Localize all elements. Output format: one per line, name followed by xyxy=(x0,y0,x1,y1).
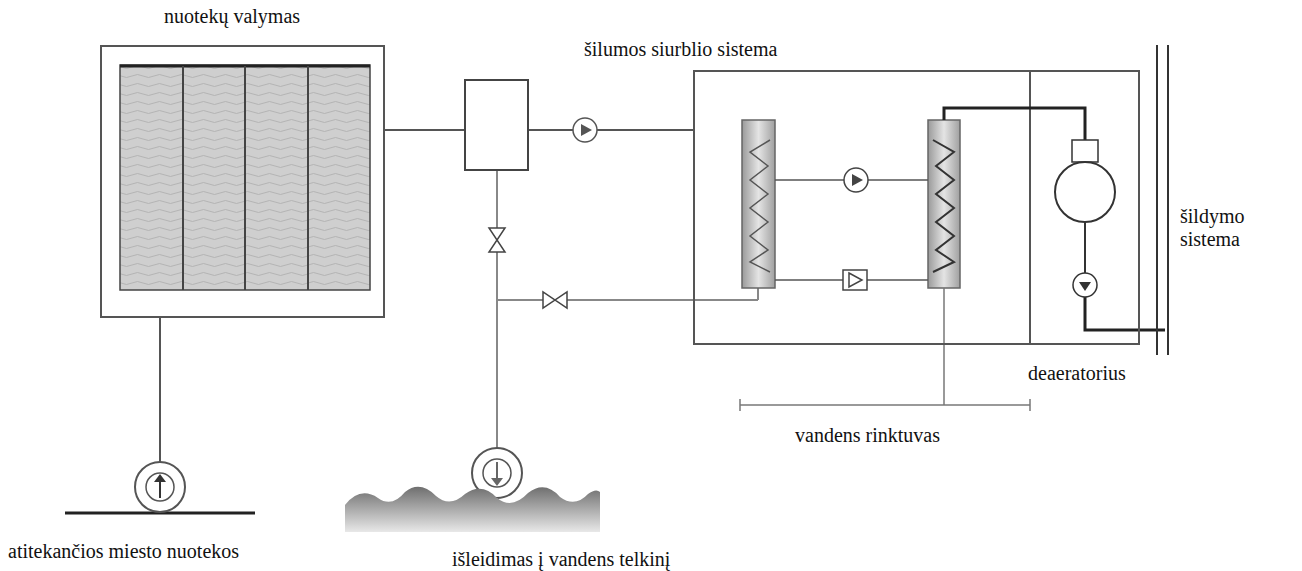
part-label: atitekančios miesto nuotekos xyxy=(8,540,239,563)
discharge-pump-symbol xyxy=(483,459,511,487)
box-heading: šilumos siurblio sistema xyxy=(584,38,777,60)
refrigerant-loop xyxy=(775,180,928,280)
deaerator-symbol xyxy=(1055,140,1115,273)
collector-line xyxy=(739,399,741,411)
inflow-pump-symbol xyxy=(135,462,185,512)
treatment-tank xyxy=(120,65,370,290)
valve-symbol xyxy=(543,292,567,308)
treatment-tank xyxy=(120,65,370,290)
expansion-valve-symbol xyxy=(843,270,867,290)
inflow-pump-symbol xyxy=(159,480,161,498)
discharge-pipe xyxy=(496,252,498,448)
system-box: šilumos siurblio sistema xyxy=(693,70,1140,345)
valve-symbol xyxy=(489,228,505,252)
condenser xyxy=(933,140,954,272)
part-label: vandens rinktuvas xyxy=(795,424,940,447)
discharge-pipe xyxy=(496,170,498,228)
deaerator-symbol xyxy=(1084,222,1086,273)
inflow-pump-symbol xyxy=(154,474,166,482)
inflow-pipe xyxy=(159,318,161,462)
expansion-valve-symbol xyxy=(843,270,867,290)
inflow-pump-symbol xyxy=(146,473,174,501)
water-body xyxy=(345,487,600,532)
refrigerant-loop xyxy=(775,279,843,281)
inflow-pipe xyxy=(65,318,255,513)
treatment-tank xyxy=(307,66,309,290)
compartment-divider xyxy=(1030,70,1031,345)
refrigerant-loop xyxy=(775,179,844,181)
separator-tank xyxy=(465,80,528,170)
pipe-connector xyxy=(385,129,693,131)
treatment-tank xyxy=(244,66,246,290)
hot-water-line xyxy=(944,108,1085,140)
hot-water-line xyxy=(1085,297,1165,330)
compressor-symbol xyxy=(844,168,868,192)
circulation-pump-symbol xyxy=(1079,282,1091,291)
water-body xyxy=(345,487,600,532)
discharge-pipe xyxy=(757,288,759,300)
expansion-valve-symbol xyxy=(849,273,862,287)
evaporator xyxy=(742,120,775,288)
compartment-divider xyxy=(1029,70,1031,345)
collector-line xyxy=(1029,399,1031,411)
treatment-tank xyxy=(182,66,184,290)
compressor-symbol xyxy=(844,168,868,192)
circulation-pump-symbol xyxy=(1073,273,1097,297)
feed-pump-symbol xyxy=(573,118,597,142)
part-label: šildymo sistema xyxy=(1180,205,1275,251)
part-label: deaeratorius xyxy=(1028,362,1126,385)
condenser xyxy=(928,120,960,288)
refrigerant-loop xyxy=(868,179,928,181)
compressor-symbol xyxy=(852,174,863,186)
deaerator-symbol xyxy=(1072,140,1098,162)
inflow-pump-symbol xyxy=(135,462,185,512)
collector-line xyxy=(943,288,945,405)
collector-line xyxy=(740,404,1030,406)
discharge-pump-symbol xyxy=(491,478,503,486)
separator-tank xyxy=(465,80,528,170)
refrigerant-loop xyxy=(867,279,928,281)
part-label: išleidimas į vandens telkinį xyxy=(452,548,670,571)
condenser xyxy=(928,120,960,288)
hot-water-line xyxy=(944,108,1165,330)
deaerator-symbol xyxy=(1055,162,1115,222)
evaporator xyxy=(742,120,775,288)
discharge-pipe xyxy=(497,170,758,448)
circulation-pump-symbol xyxy=(1073,273,1097,297)
feed-pump-symbol xyxy=(573,118,597,142)
evaporator xyxy=(750,140,770,272)
collector-line xyxy=(740,288,1030,411)
discharge-pump-symbol xyxy=(496,462,498,480)
heating-rails xyxy=(1157,45,1168,355)
feed-pump-symbol xyxy=(581,124,592,136)
valve-symbol xyxy=(489,228,567,308)
heating-rails xyxy=(1156,45,1158,355)
heating-rails xyxy=(1167,45,1169,355)
box-heading: nuotekų valymas xyxy=(164,5,300,27)
system-box: nuotekų valymas xyxy=(100,45,385,318)
discharge-pipe xyxy=(497,299,543,301)
discharge-pipe xyxy=(567,299,758,301)
